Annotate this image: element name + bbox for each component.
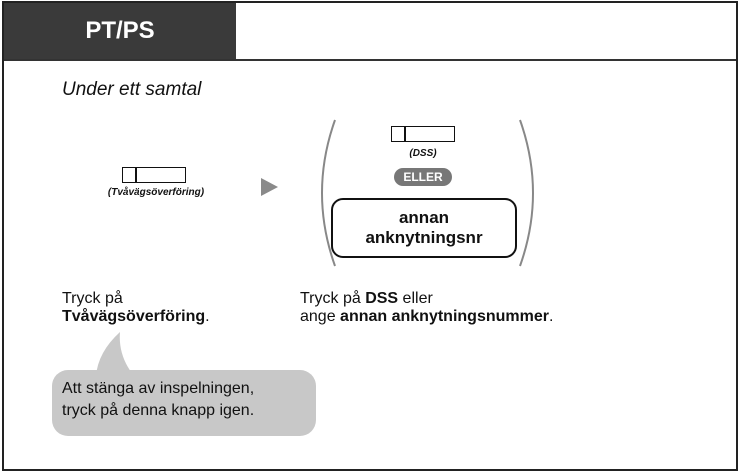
left-parenthesis-icon bbox=[321, 119, 336, 267]
extension-number-term: annan anknytningsnummer bbox=[340, 308, 549, 325]
dss-key-icon bbox=[391, 126, 455, 142]
dss-caption: (DSS) bbox=[409, 148, 437, 159]
or-badge: ELLER bbox=[394, 168, 452, 186]
two-way-transfer-caption: (Tvåvägsöverföring) bbox=[107, 187, 205, 198]
device-tab-label: PT/PS bbox=[85, 17, 155, 44]
step2-instruction-line2: ange annan anknytningsnummer. bbox=[300, 308, 553, 326]
bubble-tail-icon bbox=[96, 332, 134, 376]
note-line2: tryck på denna knapp igen. bbox=[62, 402, 255, 419]
step1-instruction-line2: Tvåvägsöverföring. bbox=[62, 308, 210, 326]
two-way-transfer-term: Tvåvägsöverföring bbox=[62, 308, 206, 325]
key-segment bbox=[404, 127, 406, 141]
arrow-right-icon bbox=[261, 178, 278, 196]
dss-term: DSS bbox=[365, 290, 399, 307]
device-tab: PT/PS bbox=[4, 3, 236, 59]
step2-instruction: Tryck på DSS eller ange annan anknytning… bbox=[300, 290, 553, 326]
step1-instruction: Tryck på Tvåvägsöverföring. bbox=[62, 290, 210, 326]
tab-divider bbox=[4, 59, 736, 61]
extension-box-line2: anknytningsnr bbox=[365, 228, 483, 247]
step2-line1-pre: Tryck på bbox=[300, 290, 366, 307]
step2-line2-pre: ange bbox=[300, 308, 341, 325]
key-segment bbox=[135, 168, 137, 182]
step2-instruction-line1: Tryck på DSS eller bbox=[300, 290, 553, 308]
step2-line1-post: eller bbox=[398, 290, 433, 307]
step1-period: . bbox=[205, 308, 210, 325]
step2-line2-post: . bbox=[548, 308, 554, 325]
two-way-transfer-key-icon bbox=[122, 167, 186, 183]
note-line1: Att stänga av inspelningen, bbox=[62, 380, 255, 397]
extension-number-box: annan anknytningsnr bbox=[331, 198, 517, 258]
situation-text: Under ett samtal bbox=[62, 79, 202, 100]
note-bubble: Att stänga av inspelningen, tryck på den… bbox=[52, 370, 316, 436]
step1-instruction-line1: Tryck på bbox=[62, 290, 123, 307]
extension-box-line1: annan bbox=[398, 208, 450, 227]
right-parenthesis-icon bbox=[519, 119, 534, 267]
